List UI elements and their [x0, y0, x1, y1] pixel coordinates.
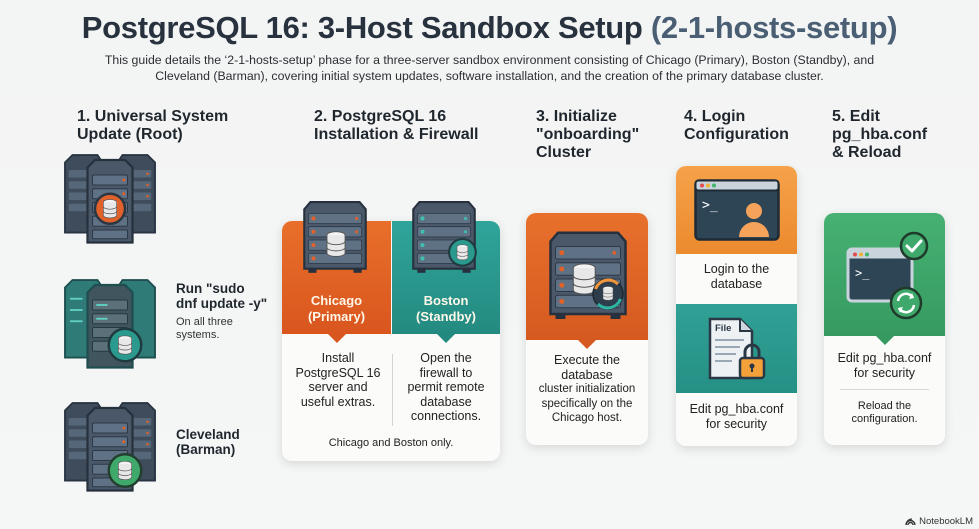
step-1-heading-line1: 1. Universal System [77, 108, 229, 125]
title-sub: (2-1-hosts-setup) [650, 10, 898, 45]
step-5-heading-line2: pg_hba.conf [832, 126, 928, 143]
step-3-description: Execute the database cluster initializat… [528, 353, 646, 426]
boston-label-line2: (Standby) [416, 308, 476, 324]
step-3-heading-line2: "onboarding" [536, 126, 640, 143]
step-5-heading-line1: 5. Edit [832, 108, 881, 125]
page-subtitle: This guide details the ‘2-1-hosts-setup’… [104, 53, 875, 83]
title-main: PostgreSQL 16: 3-Host Sandbox Setup [81, 10, 651, 45]
terminal-reload-icon: >_ [846, 231, 929, 320]
step-4-heading-line2: Configuration [684, 126, 789, 143]
step-5-pointer [876, 336, 894, 345]
command-note: On all three systems. [176, 316, 233, 342]
svg-text:>_: >_ [702, 198, 718, 213]
step-5-footer-line: configuration. [851, 413, 918, 425]
chicago-desc-line: Install [321, 351, 355, 365]
command-note-line1: On all three [176, 316, 233, 328]
step-5-divider [840, 389, 929, 390]
svg-text:>_: >_ [855, 266, 870, 280]
file-lock-icon: File [708, 317, 766, 380]
security-desc-line: for security [705, 416, 768, 431]
chicago-desc-line: server and [308, 380, 368, 394]
step-5-heading-line3: & Reload [832, 144, 902, 161]
step-3-heading: 3. Initialize "onboarding" Cluster [536, 108, 639, 162]
boston-label-line1: Boston [423, 293, 469, 308]
column-divider [392, 354, 393, 426]
brand-watermark: NotebookLM [905, 516, 973, 527]
command-title-line1: Run "sudo [176, 281, 245, 296]
chicago-label-line1: Chicago [310, 293, 363, 308]
security-description: Edit pg_hba.conf for security [676, 402, 797, 431]
cleveland-line1: Cleveland [176, 427, 240, 442]
boston-label: Boston (Standby) [392, 293, 500, 324]
step-1-heading-line2: Update (Root) [77, 126, 183, 143]
step-5-footer: Reload the configuration. [824, 400, 945, 426]
step-4-heading: 4. Login Configuration [684, 108, 789, 144]
login-desc-line: Login to the [703, 262, 770, 276]
step-5-card: >_ Edit pg_hba.conf for security Reload … [824, 213, 945, 445]
cleveland-label: Cleveland (Barman) [176, 427, 240, 457]
chicago-desc-line: useful extras. [300, 394, 376, 409]
step-4-heading-line1: 4. Login [684, 108, 746, 125]
login-desc-line: database [710, 276, 763, 291]
cleveland-line2: (Barman) [176, 442, 236, 457]
notebooklm-logo-icon [905, 518, 916, 526]
terminal-user-icon: >_ [694, 179, 780, 241]
login-description: Login to the database [676, 262, 797, 291]
step-5-heading: 5. Edit pg_hba.conf & Reload [832, 108, 927, 162]
step-2-heading-line2: Installation & Firewall [314, 126, 479, 143]
chicago-label-line2: (Primary) [307, 308, 366, 324]
page-title: PostgreSQL 16: 3-Host Sandbox Setup (2-1… [0, 10, 979, 46]
server-stack-teal-db-icon [64, 279, 156, 369]
chicago-pointer [328, 334, 346, 343]
step-5-footer-line: Reload the [857, 400, 912, 412]
boston-desc-line: permit remote [407, 380, 485, 394]
step-5-description: Edit pg_hba.conf for security [824, 351, 945, 380]
step-4-card: >_ Login to the database File Edit pg_hb… [676, 166, 797, 446]
chicago-server-db-icon [294, 196, 376, 284]
boston-server-db-icon [403, 196, 477, 284]
step-3-desc-line: Execute the [553, 353, 620, 367]
server-stack-orange-db-icon [55, 150, 165, 250]
step-3-desc-line: specifically on the [541, 397, 633, 410]
step-2-footer: Chicago and Boston only. [328, 437, 454, 449]
step-1-heading: 1. Universal System Update (Root) [77, 108, 228, 144]
step-5-desc-line: for security [853, 365, 916, 380]
step-3-card: Execute the database cluster initializat… [526, 213, 648, 445]
boston-desc-line: database [420, 394, 472, 409]
step-2-heading: 2. PostgreSQL 16 Installation & Firewall [314, 108, 478, 144]
boston-pointer [437, 334, 455, 343]
step-3-heading-line1: 3. Initialize [536, 108, 617, 125]
step-2-heading-line1: 2. PostgreSQL 16 [314, 108, 447, 125]
step-3-pointer [578, 340, 596, 349]
command-note-line2: systems. [176, 329, 220, 341]
chicago-desc-line: PostgreSQL 16 [295, 365, 381, 380]
step-5-desc-line: Edit pg_hba.conf [837, 351, 932, 365]
step-3-desc-line: cluster initialization [538, 383, 636, 395]
server-stack-green-db-icon [55, 398, 165, 498]
chicago-label: Chicago (Primary) [282, 293, 391, 324]
boston-desc-line: firewall to [419, 365, 473, 380]
command-title: Run "sudo dnf update -y" [176, 281, 267, 311]
boston-desc-line: Open the [420, 351, 472, 365]
chicago-description: Install PostgreSQL 16 server and useful … [286, 351, 390, 409]
server-init-cluster-icon [538, 227, 638, 331]
boston-desc-line: connections. [410, 409, 482, 423]
step-3-heading-line3: Cluster [536, 144, 592, 161]
security-desc-line: Edit pg_hba.conf [689, 402, 784, 416]
step-3-desc-line: database [561, 367, 613, 382]
boston-description: Open the firewall to permit remote datab… [394, 351, 498, 424]
file-label: File [715, 323, 731, 334]
brand-label: NotebookLM [919, 516, 973, 527]
step-3-desc-line: Chicago host. [551, 412, 623, 424]
command-title-line2: dnf update -y" [176, 296, 268, 311]
